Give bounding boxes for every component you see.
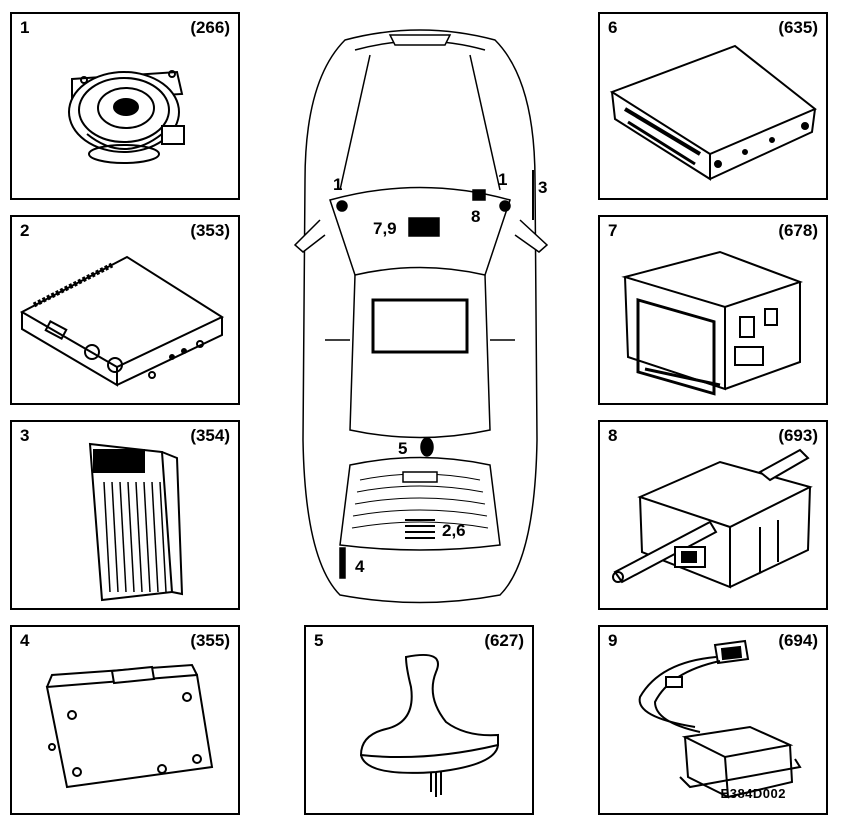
part-panel-5: 5 (627) bbox=[304, 625, 534, 815]
part-panel-6: 6 (635) bbox=[598, 12, 828, 200]
module-8-marker bbox=[472, 189, 486, 201]
part-number: 5 bbox=[314, 631, 324, 650]
radio-unit-icon bbox=[621, 250, 803, 396]
part-number: 6 bbox=[608, 18, 618, 37]
amplifier-icon bbox=[88, 442, 184, 602]
part-number: 1 bbox=[20, 18, 30, 37]
cd-changer-icon bbox=[609, 44, 817, 181]
part-code: (353) bbox=[190, 221, 230, 240]
callout-speaker-right: 1 bbox=[498, 170, 507, 189]
shark-fin-antenna-icon bbox=[359, 653, 499, 797]
part-number: 7 bbox=[608, 221, 618, 240]
part-panel-9: 9 (694) E384D002 bbox=[598, 625, 828, 815]
part-number: 9 bbox=[608, 631, 618, 650]
trunk-module-marker bbox=[405, 519, 435, 539]
part-code: (354) bbox=[190, 426, 230, 445]
part-code: (355) bbox=[190, 631, 230, 650]
part-panel-3: 3 (354) bbox=[10, 420, 240, 610]
sunroof bbox=[371, 298, 469, 354]
part-code: (678) bbox=[778, 221, 818, 240]
bracket-module-icon bbox=[612, 448, 813, 589]
control-module-icon bbox=[19, 255, 225, 387]
car-body-outline bbox=[302, 29, 538, 604]
part-number: 4 bbox=[20, 631, 30, 650]
part-panel-2: 2 (353) bbox=[10, 215, 240, 405]
rear-window bbox=[339, 456, 501, 551]
part-panel-8: 8 (693) bbox=[598, 420, 828, 610]
part-number: 3 bbox=[20, 426, 30, 445]
module-box-icon bbox=[45, 663, 214, 789]
right-mirror bbox=[514, 219, 549, 253]
display-unit-marker bbox=[408, 217, 440, 237]
part-code: (266) bbox=[190, 18, 230, 37]
callout-antenna: 5 bbox=[398, 439, 407, 458]
callout-speaker-left: 1 bbox=[333, 175, 342, 194]
speaker-icon bbox=[68, 70, 185, 164]
part-panel-7: 7 (678) bbox=[598, 215, 828, 405]
part-number: 8 bbox=[608, 426, 618, 445]
callout-trunk-modules: 2,6 bbox=[442, 521, 466, 540]
callout-display-unit: 7,9 bbox=[373, 219, 397, 238]
antenna-marker bbox=[420, 437, 434, 457]
left-mirror bbox=[293, 219, 326, 253]
part-panel-4: 4 (355) bbox=[10, 625, 240, 815]
callout-side-module: 4 bbox=[355, 557, 365, 576]
reference-code: E384D002 bbox=[720, 786, 786, 801]
callout-module-8: 8 bbox=[471, 207, 480, 226]
side-module-marker bbox=[339, 547, 346, 579]
part-code: (627) bbox=[484, 631, 524, 650]
callout-amplifier: 3 bbox=[538, 178, 547, 197]
harness-box-icon bbox=[638, 639, 802, 799]
car-top-view: 1 1 3 7,9 8 5 2,6 4 bbox=[293, 29, 549, 604]
part-code: (635) bbox=[778, 18, 818, 37]
part-number: 2 bbox=[20, 221, 30, 240]
part-code: (694) bbox=[778, 631, 818, 650]
part-code: (693) bbox=[778, 426, 818, 445]
part-panel-1: 1 (266) bbox=[10, 12, 240, 200]
